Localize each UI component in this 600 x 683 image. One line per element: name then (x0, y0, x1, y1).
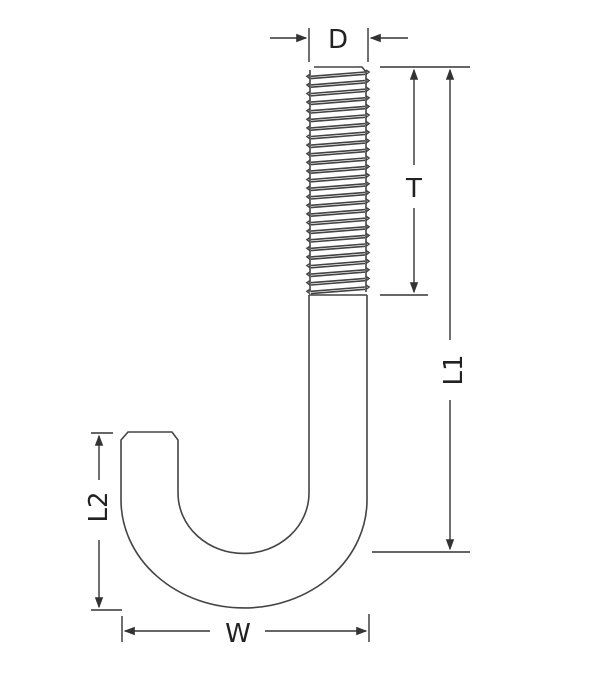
dimension-t: T (380, 66, 470, 296)
thread-lines (305, 66, 371, 295)
label-l2: L2 (84, 491, 114, 522)
label-t: T (405, 174, 422, 204)
thread-edges (309, 70, 367, 292)
bolt-body (120, 66, 371, 609)
label-l1: L1 (439, 354, 469, 385)
dimension-d: D (270, 25, 408, 62)
dimension-l2: L2 (84, 432, 122, 611)
label-d: D (328, 25, 348, 55)
threaded-section (305, 66, 371, 295)
dimension-w: W (121, 614, 370, 649)
bolt-outline (120, 295, 368, 609)
label-w: W (225, 619, 251, 649)
dimension-l1: L1 (372, 68, 470, 553)
